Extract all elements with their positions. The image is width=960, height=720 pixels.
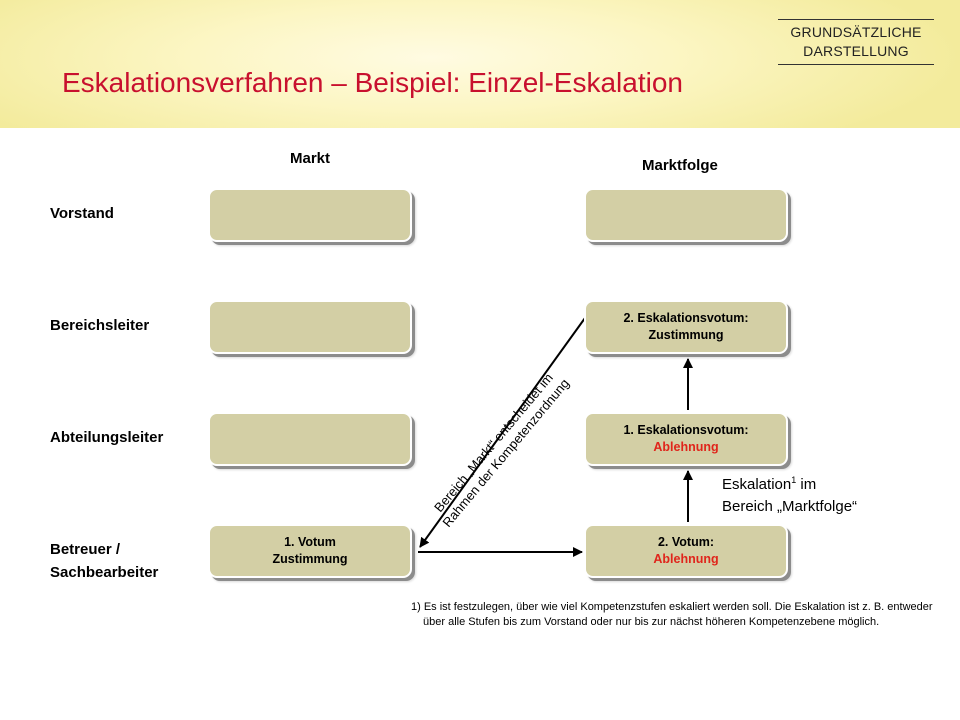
- badge-line-1: GRUNDSÄTZLICHE: [790, 24, 922, 40]
- presentation-badge: GRUNDSÄTZLICHE DARSTELLUNG: [778, 19, 934, 65]
- row-label-betreuer-line-1: Betreuer /: [50, 541, 121, 558]
- box-esk-votum-2-line-2: Zustimmung: [648, 328, 724, 342]
- box-markt-votum: 1. Votum Zustimmung: [208, 524, 412, 578]
- box-marktfolge-vorstand: [584, 188, 788, 242]
- box-marktfolge-votum-line-1: 2. Votum:: [657, 535, 715, 549]
- row-label-abteilungsleiter: Abteilungsleiter: [50, 429, 164, 446]
- row-label-bereichsleiter: Bereichsleiter: [50, 317, 150, 334]
- row-label-betreuer-line-2: Sachbearbeiter: [50, 564, 159, 581]
- box-markt-vorstand: [208, 188, 412, 242]
- page-title: Eskalationsverfahren – Beispiel: Einzel-…: [62, 67, 683, 98]
- box-markt-votum-line-1: 1. Votum: [284, 535, 336, 549]
- escalation-note-line-2: Bereich „Marktfolge“: [722, 498, 858, 515]
- box-esk-votum-2: 2. Eskalationsvotum: Zustimmung: [584, 300, 788, 354]
- escalation-note-prefix: Eskalation: [722, 476, 792, 493]
- box-marktfolge-votum: 2. Votum: Ablehnung: [584, 524, 788, 578]
- badge-line-2: DARSTELLUNG: [803, 43, 909, 59]
- row-label-vorstand: Vorstand: [50, 205, 114, 222]
- escalation-note-suffix: im: [796, 476, 817, 493]
- box-markt-bereichsleiter: [208, 300, 412, 354]
- box-esk-votum-2-line-1: 2. Eskalationsvotum:: [623, 311, 749, 325]
- column-header-marktfolge: Marktfolge: [642, 157, 718, 174]
- row-label-betreuer: Betreuer / Sachbearbeiter: [50, 538, 158, 584]
- box-markt-votum-line-2: Zustimmung: [272, 552, 348, 566]
- box-esk-votum-1-line-1: 1. Eskalationsvotum:: [623, 423, 749, 437]
- footnote-marker: 1: [791, 475, 797, 485]
- box-esk-votum-1: 1. Eskalationsvotum: Ablehnung: [584, 412, 788, 466]
- column-header-markt: Markt: [290, 150, 331, 167]
- box-marktfolge-votum-line-2: Ablehnung: [653, 552, 719, 566]
- box-markt-abteilungsleiter: [208, 412, 412, 466]
- box-esk-votum-1-line-2: Ablehnung: [653, 440, 719, 454]
- arrow-decision-to-markt: [419, 317, 586, 548]
- escalation-note: Eskalation1 im Bereich „Marktfolge“: [722, 474, 857, 518]
- footnote: 1) Es ist festzulegen, über wie viel Kom…: [411, 601, 933, 628]
